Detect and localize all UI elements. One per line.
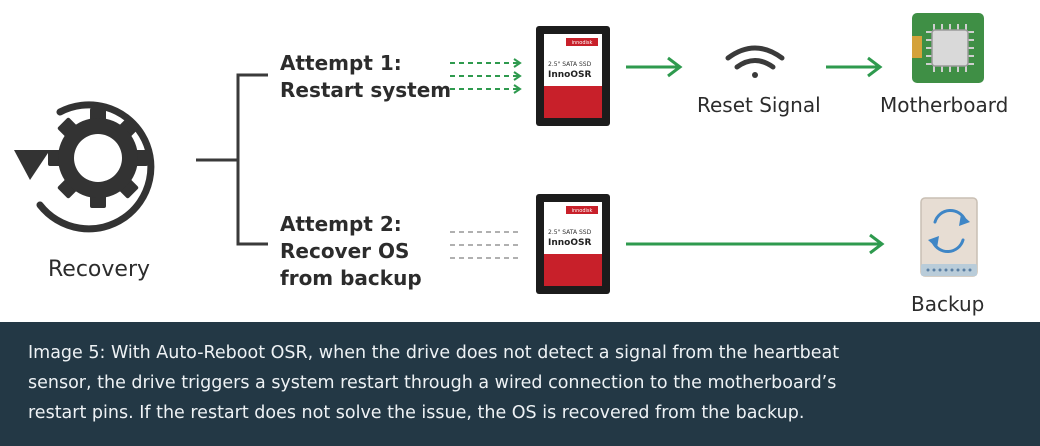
ssd-spec: 2.5" SATA SSD	[548, 229, 592, 236]
image-caption: Image 5: With Auto-Reboot OSR, when the …	[0, 322, 1040, 446]
recovery-diagram: innodisk 2.5" SATA SSD InnoOSR innodisk …	[14, 13, 1009, 316]
attempt2-action: Recover OS	[280, 239, 410, 263]
attempt1-action: Restart system	[280, 78, 452, 102]
ssd-drive-attempt2: innodisk 2.5" SATA SSD InnoOSR	[536, 194, 610, 298]
backup-label: Backup	[911, 292, 985, 316]
caption-line-2: sensor, the drive triggers a system rest…	[28, 373, 837, 393]
recovery-label: Recovery	[48, 257, 151, 282]
ssd-drive-icon: innodisk 2.5" SATA SSD InnoOSR	[536, 194, 610, 294]
branch-connector	[196, 73, 268, 246]
attempt1-title: Attempt 1:	[280, 51, 402, 75]
attempt2-label: Attempt 2: Recover OS from backup	[280, 211, 422, 292]
ssd-spec: 2.5" SATA SSD	[548, 61, 592, 68]
diagram-canvas	[14, 13, 984, 277]
ssd-drive-attempt1: innodisk 2.5" SATA SSD InnoOSR	[536, 26, 610, 130]
gear-refresh-icon	[14, 101, 155, 233]
ssd-model: InnoOSR	[548, 70, 591, 80]
ssd-drive-icon: innodisk 2.5" SATA SSD InnoOSR	[536, 26, 610, 126]
attempt1-label: Attempt 1: Restart system	[280, 50, 451, 104]
ssd-brand: innodisk	[572, 40, 593, 46]
backup-disk-icon	[920, 197, 978, 277]
reset-signal-label: Reset Signal	[697, 93, 821, 117]
wifi-signal-icon	[725, 45, 785, 78]
attempt2-title: Attempt 2:	[280, 212, 402, 236]
caption-line-3: restart pins. If the restart does not so…	[28, 403, 805, 423]
attempt1-dashed-arrows	[450, 58, 522, 94]
motherboard-chip-icon	[912, 13, 984, 83]
ssd-model: InnoOSR	[548, 238, 591, 248]
flow-arrows	[626, 56, 885, 255]
attempt2-dashed-lines	[450, 231, 518, 259]
caption-line-1: Image 5: With Auto-Reboot OSR, when the …	[28, 343, 840, 363]
ssd-brand: innodisk	[572, 208, 593, 214]
attempt2-action-cont: from backup	[280, 266, 422, 290]
motherboard-label: Motherboard	[880, 93, 1009, 117]
